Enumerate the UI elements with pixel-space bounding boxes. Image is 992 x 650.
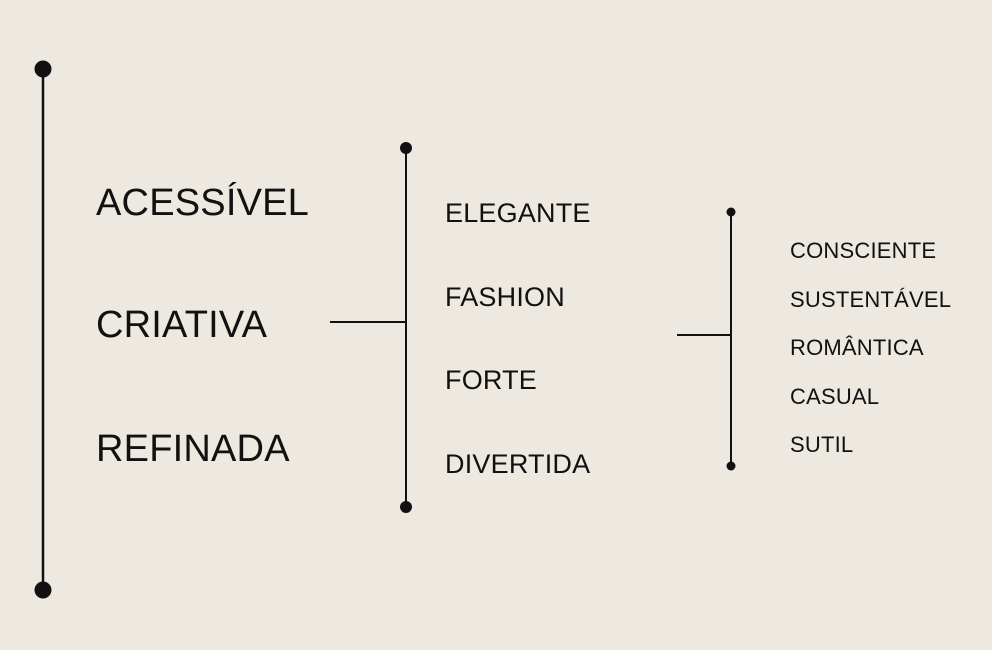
level3-bracket-bottom-dot <box>726 461 736 471</box>
level2-bracket-top-dot <box>400 142 412 154</box>
level3-item: CASUAL <box>790 384 880 409</box>
level2-item: DIVERTIDA <box>445 449 591 479</box>
level2-item: ELEGANTE <box>445 198 591 228</box>
level3-item: CONSCIENTE <box>790 238 937 263</box>
level1-bracket-bottom-dot <box>34 581 52 599</box>
level1-item: ACESSÍVEL <box>96 182 310 224</box>
level2-item: FASHION <box>445 282 565 312</box>
level3-item: ROMÂNTICA <box>790 335 924 360</box>
level1-bracket-top-dot <box>34 60 52 78</box>
level1-item: CRIATIVA <box>96 304 268 346</box>
level2-item: FORTE <box>445 365 538 395</box>
level3-bracket-top-dot <box>726 207 736 217</box>
level2-bracket-bottom-dot <box>400 501 412 513</box>
level3-item: SUSTENTÁVEL <box>790 287 952 312</box>
level3-item: SUTIL <box>790 432 854 457</box>
level1-item: REFINADA <box>96 428 290 470</box>
